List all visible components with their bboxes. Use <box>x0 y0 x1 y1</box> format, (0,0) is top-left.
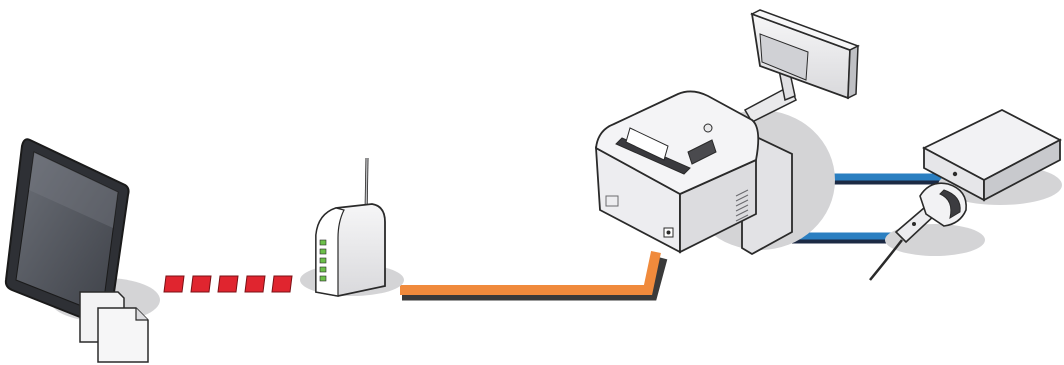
barcode-scanner-icon <box>869 182 985 281</box>
tablet-icon <box>4 138 160 327</box>
status-led <box>319 239 327 246</box>
lan-cable-link <box>400 250 668 301</box>
cash-drawer-icon <box>922 108 1062 205</box>
status-led <box>319 257 327 264</box>
cash-drawer-cable-link <box>828 173 948 185</box>
wireless-link <box>163 275 293 293</box>
wireless-dash <box>163 275 185 293</box>
status-led <box>319 275 327 282</box>
document-icon <box>79 291 149 363</box>
status-led <box>319 248 327 255</box>
wireless-dash <box>217 275 239 293</box>
printer-icon <box>594 90 793 256</box>
wifi-router-icon <box>300 157 404 297</box>
wireless-dash <box>271 275 293 293</box>
wireless-dash <box>244 275 266 293</box>
scanner-cable-link <box>790 232 894 244</box>
status-led <box>319 266 327 273</box>
display-icon <box>743 9 860 123</box>
wireless-dash <box>190 275 212 293</box>
